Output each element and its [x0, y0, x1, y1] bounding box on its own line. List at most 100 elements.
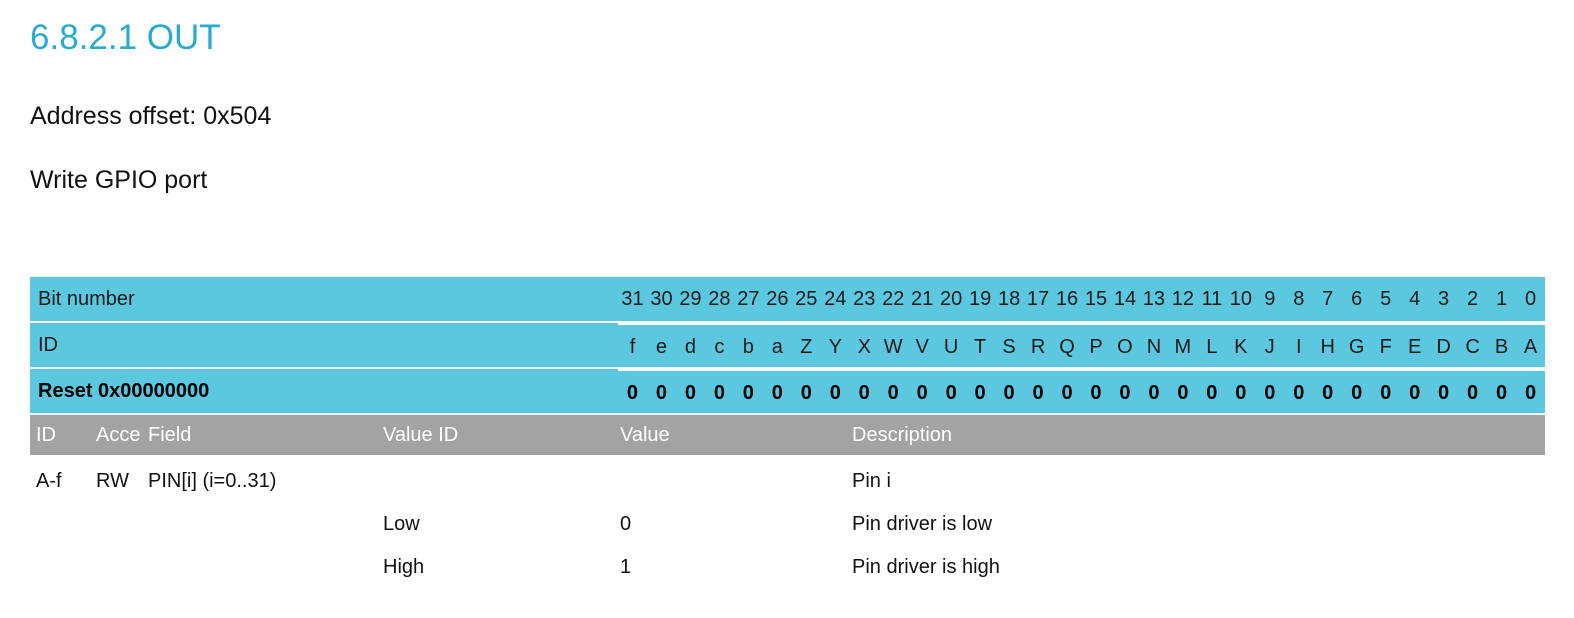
id-cell: D: [1429, 323, 1459, 367]
reset-cell: 0: [1516, 369, 1545, 413]
id-cell: A: [1516, 323, 1545, 367]
id-cell: f: [618, 323, 647, 367]
bit-cell: 24: [824, 288, 847, 310]
cell-id: [36, 503, 94, 546]
reset-cell: 0: [849, 369, 879, 413]
reset-cell: 0: [878, 369, 908, 413]
reset-cell: 0: [1168, 369, 1198, 413]
bit-cell: 18: [997, 288, 1021, 310]
bit-cell: 30: [650, 288, 673, 310]
id-cell: a: [762, 323, 792, 367]
reset-cell: 0: [1052, 369, 1082, 413]
bit-cell: 23: [853, 288, 876, 310]
id-cell: Y: [820, 323, 850, 367]
column-header-value: Value: [620, 424, 670, 446]
reset-cell: 0: [791, 369, 821, 413]
reset-cell: 0: [994, 369, 1024, 413]
reset-cell: 0: [1284, 369, 1314, 413]
id-cell: U: [936, 323, 966, 367]
table-row: High 1 Pin driver is high: [30, 546, 1545, 589]
cell-field: PIN[i] (i=0..31): [148, 470, 277, 492]
column-header-value-id: Value ID: [383, 424, 459, 446]
bit-cell: 6: [1351, 288, 1363, 310]
cell-field: [148, 503, 378, 546]
bit-id-row: ID f e d c b a Z Y X W V U T S R Q P O N: [30, 323, 1545, 367]
cell-value: 0: [620, 513, 632, 535]
reset-cell: 0: [1197, 369, 1227, 413]
bit-cell: 21: [911, 288, 934, 310]
bit-cell: 19: [968, 288, 992, 310]
reset-cell: 0: [675, 369, 705, 413]
reset-cell: 0: [646, 369, 676, 413]
id-cell: S: [994, 323, 1024, 367]
column-header-access: Acce: [96, 424, 140, 446]
cell-value-id: [383, 460, 613, 503]
id-cell: Z: [791, 323, 821, 367]
cell-id: A-f: [36, 470, 62, 492]
cell-value-id: High: [383, 556, 425, 578]
field-table-header-row: ID Acce Field Value ID Value Description: [30, 415, 1545, 455]
reset-cell: 0: [965, 369, 995, 413]
reset-cell: 0: [1313, 369, 1343, 413]
id-cell: X: [849, 323, 879, 367]
reset-cell: 0: [1110, 369, 1140, 413]
cell-value: [620, 460, 835, 503]
bit-cell: 31: [621, 288, 644, 310]
bit-cell: 13: [1142, 288, 1166, 310]
reset-cell: 0: [820, 369, 850, 413]
cell-access: [96, 546, 140, 589]
bit-cell: 9: [1264, 288, 1276, 310]
reset-cell: 0: [907, 369, 937, 413]
bit-reset-cells: 0 0 0 0 0 0 0 0 0 0 0 0 0 0 0 0 0 0 0 0: [618, 369, 1545, 413]
reset-cell: 0: [1226, 369, 1256, 413]
id-cell: R: [1023, 323, 1053, 367]
bit-reset-row: Reset 0x00000000 0 0 0 0 0 0 0 0 0 0 0 0…: [30, 369, 1545, 413]
id-cell: G: [1342, 323, 1372, 367]
id-cell: B: [1487, 323, 1517, 367]
reset-cell: 0: [733, 369, 763, 413]
reset-cell: 0: [1139, 369, 1169, 413]
bit-cell: 20: [940, 288, 963, 310]
bit-cell: 10: [1229, 288, 1252, 310]
cell-description: Pin i: [852, 470, 891, 492]
cell-access: [96, 503, 140, 546]
cell-description: Pin driver is low: [852, 513, 993, 535]
bit-cell: 4: [1409, 288, 1421, 310]
bit-number-row: Bit number 31 30 29 28 27 26 25 24 23 22…: [30, 277, 1545, 321]
reset-cell: 0: [1429, 369, 1459, 413]
bit-cell: 14: [1113, 288, 1137, 310]
id-cell: T: [965, 323, 995, 367]
cell-id: [36, 546, 94, 589]
id-cell: d: [675, 323, 705, 367]
bit-cell: 1: [1495, 288, 1508, 310]
reset-cell: 0: [618, 369, 647, 413]
id-cell: P: [1081, 323, 1111, 367]
field-description-table: ID Acce Field Value ID Value Description…: [30, 415, 1545, 589]
bit-cell: 8: [1293, 288, 1305, 310]
bit-cell: 12: [1171, 288, 1195, 310]
bit-cell: 25: [795, 288, 818, 310]
bit-id-cells: f e d c b a Z Y X W V U T S R Q P O N M: [618, 323, 1545, 367]
id-cell: C: [1458, 323, 1488, 367]
table-row: A-f RW PIN[i] (i=0..31) Pin i: [30, 460, 1545, 503]
id-cell: J: [1255, 323, 1285, 367]
id-cell: e: [646, 323, 676, 367]
id-cell: Q: [1052, 323, 1082, 367]
id-cell: c: [704, 323, 734, 367]
id-cell: b: [733, 323, 763, 367]
cell-field: [148, 546, 378, 589]
bit-cell: 0: [1524, 288, 1537, 310]
reset-cell: 0: [1081, 369, 1111, 413]
bit-cell: 3: [1438, 288, 1450, 310]
cell-access: RW: [96, 470, 129, 492]
register-bit-table: Bit number 31 30 29 28 27 26 25 24 23 22…: [30, 277, 1545, 413]
id-cell: O: [1110, 323, 1140, 367]
bit-cell: 29: [679, 288, 702, 310]
bit-cell: 16: [1055, 288, 1079, 310]
id-cell: L: [1197, 323, 1227, 367]
reset-cell: 0: [1023, 369, 1053, 413]
bit-number-cells: 31 30 29 28 27 26 25 24 23 22 21 20 19 1…: [618, 277, 1545, 321]
cell-description: Pin driver is high: [852, 556, 1000, 578]
id-cell: N: [1139, 323, 1169, 367]
bit-cell: 22: [882, 288, 905, 310]
